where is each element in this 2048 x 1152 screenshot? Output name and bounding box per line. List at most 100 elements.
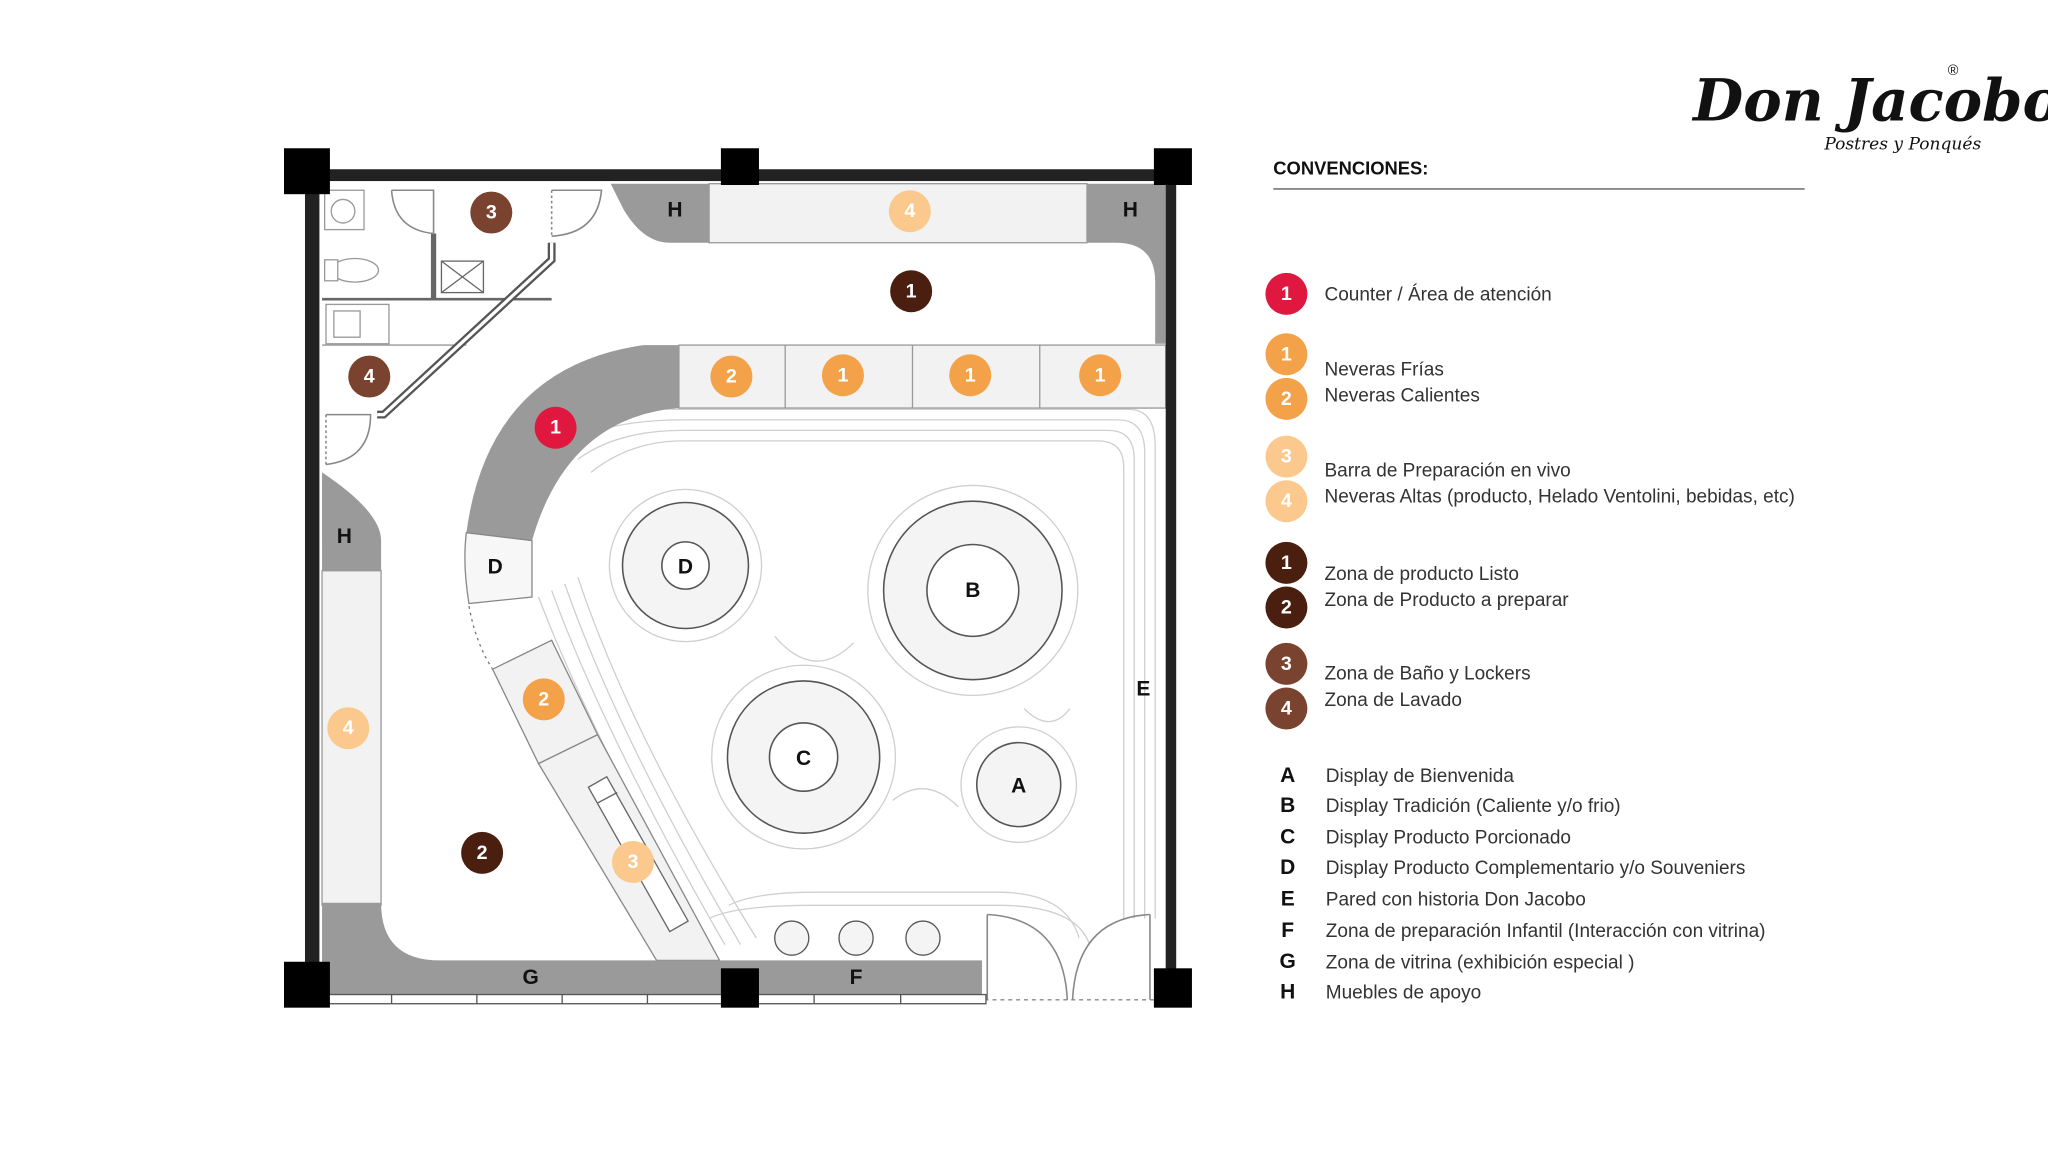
legend-label: Zona de Lavado	[1324, 690, 1461, 711]
marker-light-3: 3	[612, 841, 654, 884]
label-d: D	[678, 555, 693, 578]
svg-text:1: 1	[965, 364, 976, 386]
support-furniture-left	[322, 472, 382, 571]
legend-letter: F	[1281, 919, 1294, 942]
svg-text:1: 1	[906, 280, 917, 302]
legend-label: Neveras Calientes	[1324, 385, 1479, 406]
display-a: A	[960, 726, 1078, 844]
svg-text:1: 1	[550, 417, 561, 439]
marker-orange-2-diag: 2	[522, 678, 565, 721]
svg-text:4: 4	[343, 717, 354, 739]
legend-label: Counter / Área de atención	[1324, 284, 1551, 305]
legend-letter: G	[1280, 950, 1296, 973]
legend-label: Zona de producto Listo	[1324, 564, 1519, 585]
legend-label: Barra de Preparación en vivo	[1324, 460, 1570, 481]
legend-marker-number: 4	[1281, 698, 1292, 720]
legend-marker	[1265, 435, 1308, 478]
legend-marker-number: 4	[1281, 490, 1292, 512]
legend-marker	[1265, 687, 1308, 730]
legend-label: Display de Bienvenida	[1326, 766, 1515, 787]
label-c: C	[796, 747, 811, 770]
back-of-house	[322, 189, 603, 466]
display-d-counter	[464, 531, 533, 605]
legend-marker-number: 3	[1281, 446, 1292, 468]
legend-label: Display Producto Complementario y/o Souv…	[1326, 858, 1746, 879]
legend-marker	[1265, 586, 1308, 629]
legend-item: D Display Producto Complementario y/o Sou…	[1280, 856, 1745, 879]
marker-brown-3: 3	[470, 191, 513, 234]
legend-marker-number: 1	[1281, 343, 1292, 365]
logo-brand: Don Jacobo	[1691, 67, 2048, 135]
legend-title: CONVENCIONES:	[1273, 158, 1428, 179]
display-b: B	[867, 484, 1079, 697]
label-e: E	[1136, 677, 1150, 700]
legend-item: B Display Tradición (Caliente y/o frio)	[1280, 794, 1620, 817]
svg-text:2: 2	[477, 842, 488, 864]
support-furniture-top-left	[610, 183, 710, 243]
legend-label: Neveras Altas (producto, Helado Ventolin…	[1324, 487, 1794, 508]
logo-tagline: Postres y Ponqués	[1823, 135, 1981, 155]
marker-light-4-top: 4	[888, 190, 931, 233]
svg-text:4: 4	[364, 366, 375, 388]
legend-label: Pared con historia Don Jacobo	[1326, 889, 1586, 910]
legend-item: C Display Producto Porcionado	[1280, 826, 1571, 849]
marker-orange-1-a: 1	[821, 354, 864, 397]
legend-label: Display Tradición (Caliente y/o frio)	[1326, 796, 1621, 817]
legend-marker	[1265, 272, 1308, 315]
legend-letter: D	[1280, 856, 1295, 879]
display-d-round: D	[608, 488, 763, 643]
legend-marker-number: 3	[1281, 653, 1292, 675]
legend-item: A Display de Bienvenida	[1280, 764, 1514, 787]
floor-plan: D B C A H H	[283, 148, 1192, 1008]
label-d-counter: D	[488, 555, 503, 578]
legend-marker-number: 1	[1281, 552, 1292, 574]
columns	[283, 148, 1192, 1008]
logo-registered: ®	[1948, 63, 1959, 79]
label-f: F	[850, 966, 863, 989]
legend-item: 1 Counter / Área de atención	[1265, 272, 1552, 315]
vitrine-bottom	[322, 902, 983, 998]
legend-item: 4 Neveras Altas (producto, Helado Ventoli…	[1265, 480, 1795, 523]
legend-item: E Pared con historia Don Jacobo	[1281, 887, 1586, 910]
legend-marker	[1265, 541, 1308, 584]
marker-dark-1: 1	[890, 270, 933, 313]
legend-label: Zona de vitrina (exhibición especial )	[1326, 952, 1635, 973]
legend: CONVENCIONES: 1 Counter / Área de atenció…	[1265, 158, 1805, 1003]
label-g: G	[522, 966, 538, 989]
label-b: B	[965, 579, 980, 602]
legend-marker-number: 1	[1281, 283, 1292, 305]
legend-marker	[1265, 480, 1308, 523]
legend-item: 4 Zona de Lavado	[1265, 687, 1462, 730]
svg-text:1: 1	[1095, 364, 1106, 386]
marker-orange-1-c: 1	[1079, 354, 1122, 397]
support-furniture-top-right	[1086, 183, 1166, 344]
legend-letter: E	[1281, 887, 1295, 910]
legend-label: Neveras Frías	[1324, 359, 1443, 380]
legend-item: G Zona de vitrina (exhibición especial )	[1280, 950, 1635, 973]
legend-marker	[1265, 642, 1308, 685]
svg-text:2: 2	[538, 688, 549, 710]
svg-text:3: 3	[486, 202, 497, 224]
legend-letter: B	[1280, 794, 1295, 817]
marker-orange-1-b: 1	[949, 354, 992, 397]
legend-letter: C	[1280, 826, 1295, 849]
marker-red-1: 1	[534, 406, 577, 449]
floor-pattern	[537, 408, 1156, 946]
legend-marker	[1265, 333, 1308, 376]
label-a: A	[1011, 774, 1026, 797]
legend-letter: A	[1280, 764, 1295, 787]
label-h-top-right: H	[1123, 198, 1138, 221]
svg-text:4: 4	[904, 200, 915, 222]
marker-light-4-left: 4	[327, 707, 370, 750]
legend-marker	[1265, 377, 1308, 420]
legend-marker-number: 2	[1281, 596, 1292, 618]
legend-label: Muebles de apoyo	[1326, 982, 1481, 1003]
marker-orange-2-row: 2	[710, 355, 753, 398]
legend-label: Display Producto Porcionado	[1326, 828, 1571, 849]
entrance-doors[interactable]	[984, 913, 1156, 1001]
plan-markers: 4 1 2 1 1 1 1 3 4 2 4 3 2	[327, 190, 1122, 884]
